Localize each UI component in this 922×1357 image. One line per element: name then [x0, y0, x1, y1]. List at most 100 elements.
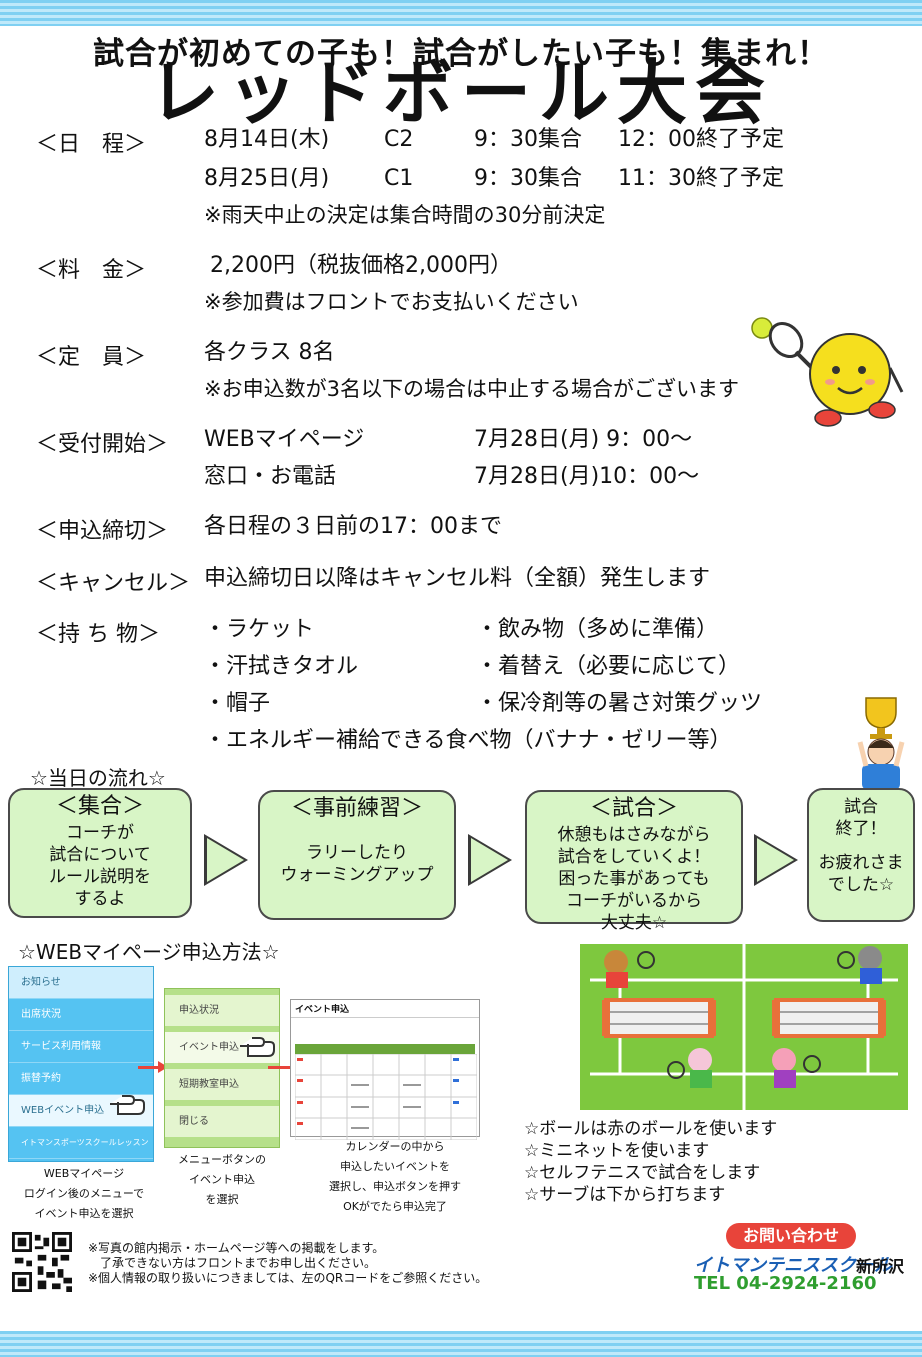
schedule-row-1-class: C2: [384, 127, 414, 152]
tennis-court-illustration: [580, 944, 908, 1110]
schedule-row-1-date: 8月14日(木): [204, 127, 330, 152]
reception-row-1-time: 7月28日(月) 9：00～: [474, 427, 693, 452]
schedule-row-2-date: 8月25日(月): [204, 166, 330, 191]
flow-arrow-icon: [468, 834, 512, 886]
top-border-band: [0, 0, 922, 26]
branch-name: 新所沢: [856, 1257, 905, 1276]
schedule-row-1-end: 12：00終了予定: [618, 127, 784, 152]
event-subtitle: 試合が初めての子も！試合がしたい子も！集まれ！: [93, 36, 829, 72]
flow-step-gather: ＜集合＞ コーチが 試合について ルール説明を するよ: [8, 788, 192, 918]
flow-step-line: ウォーミングアップ: [280, 865, 434, 885]
submenu-item: 短期教室申込: [165, 1069, 279, 1100]
items-right-3: ・保冷剤等の暑さ対策グッツ: [476, 691, 763, 716]
caption-line: カレンダーの中から: [345, 1140, 445, 1153]
deadline-label: ＜申込締切＞: [36, 519, 169, 544]
flow-step-heading: ＜事前練習＞: [290, 796, 423, 821]
flow-step-line: ルール説明を: [49, 867, 151, 887]
bottom-border-band: [0, 1331, 922, 1357]
court-lines-icon: [590, 944, 898, 1110]
school-name: イトマンテニススクール: [694, 1255, 892, 1276]
flow-step-heading: ＜試合＞: [589, 796, 678, 821]
fee-note: ※参加費はフロントでお支払いください: [204, 290, 579, 314]
submenu-item: 閉じる: [165, 1106, 279, 1137]
schedule-row-2-class: C1: [384, 166, 414, 191]
contact-tel: TEL 04-2924-2160: [694, 1273, 877, 1294]
flow-step-line: 大丈夫☆: [600, 913, 668, 933]
schedule-note: ※雨天中止の決定は集合時間の30分前決定: [204, 203, 606, 227]
fee-label: ＜料 金＞: [36, 258, 147, 283]
items-left-1: ・ラケット: [204, 617, 315, 642]
items-right-1: ・飲み物（多めに準備）: [476, 617, 719, 642]
schedule-label: ＜日 程＞: [36, 132, 147, 157]
rule-item: ☆サーブは下から打ちます: [524, 1185, 726, 1205]
trophy-kid-icon: [857, 697, 905, 790]
flow-step-line: 休憩もはさみながら: [557, 825, 711, 845]
flow-title: ☆当日の流れ☆: [30, 766, 166, 790]
footer-note: 了承できない方はフロントまでお申し出ください。: [88, 1256, 377, 1270]
caption-line: 申込したいイベントを: [340, 1160, 450, 1173]
footer-notes: ※写真の館内掲示・ホームページ等への掲載をします。 了承できない方はフロントまで…: [88, 1241, 487, 1286]
capacity-label: ＜定 員＞: [36, 345, 147, 370]
pointing-hand-icon: [110, 1095, 145, 1115]
flow-step-line: 試合について: [49, 845, 151, 865]
reception-label: ＜受付開始＞: [36, 432, 169, 457]
flow-step-line: お疲れさま: [818, 853, 904, 873]
menu-item: サービス利用情報: [9, 1031, 153, 1063]
flow-step-match: ＜試合＞ 休憩もはさみながら 試合をしていくよ！ 困った事があっても コーチがい…: [525, 790, 743, 933]
qr-code-icon: [12, 1232, 72, 1292]
flow-step-line: 試合をしていくよ！: [557, 847, 711, 867]
event-title: レッドボール大会: [149, 52, 773, 134]
reception-row-2-time: 7月28日(月)10：00～: [474, 464, 700, 489]
caption-line: OKがでたら申込完了: [343, 1200, 447, 1213]
deadline-value: 各日程の３日前の17：00まで: [204, 514, 502, 539]
items-left-2: ・汗拭きタオル: [204, 654, 359, 679]
flow-step-line: でした☆: [827, 875, 895, 895]
rule-item: ☆ミニネットを使います: [524, 1141, 710, 1161]
fee-value: 2,200円（税抜価格2,000円）: [210, 253, 512, 278]
calendar-title: イベント申込: [291, 1000, 479, 1018]
submenu-item: 申込状況: [165, 995, 279, 1026]
menu-item: お知らせ: [9, 967, 153, 999]
flow-step-heading: ＜集合＞: [55, 794, 144, 819]
calendar-header-bar: [295, 1044, 475, 1054]
caption-line: を選択: [205, 1193, 239, 1206]
flow-arrow-icon: [754, 834, 798, 886]
cancel-value: 申込締切日以降はキャンセル料（全額）発生します: [204, 566, 711, 591]
schedule-row-2-end: 11：30終了予定: [618, 166, 784, 191]
schedule-row-2-gather: 9：30集合: [474, 166, 582, 191]
flow-step-line: コーチが: [66, 823, 134, 843]
caption-line: 選択し、申込ボタンを押す: [329, 1180, 461, 1193]
web-submenu-screenshot: 申込状況 イベント申込 短期教室申込 閉じる: [164, 988, 280, 1148]
flow-arrow-icon: [204, 834, 248, 886]
items-right-2: ・着替え（必要に応じて）: [476, 654, 741, 679]
rules-list: ☆ボールは赤のボールを使います ☆ミニネットを使います ☆セルフテニスで試合をし…: [524, 1118, 777, 1206]
web-title: ☆WEBマイページ申込方法☆: [18, 940, 280, 964]
web-caption-1: WEBマイページ ログイン後のメニューで イベント申込を選択: [6, 1164, 162, 1224]
red-arrow-icon: [138, 1061, 168, 1073]
caption-line: WEBマイページ: [43, 1167, 125, 1180]
footer-note: ※写真の館内掲示・ホームページ等への掲載をします。: [88, 1241, 385, 1255]
pointing-hand-icon: [240, 1037, 275, 1057]
calendar-screenshot: イベント申込: [290, 999, 480, 1141]
dog-player: [604, 950, 655, 988]
flow-step-line: ラリーしたり: [306, 843, 408, 863]
items-left-3: ・帽子: [204, 691, 271, 716]
flow-step-finish: 試合 終了！ お疲れさま でした☆: [807, 788, 915, 922]
cancel-label: ＜キャンセル＞: [36, 571, 191, 596]
capacity-value: 各クラス 8名: [204, 340, 335, 365]
caption-line: メニューボタンの: [178, 1153, 266, 1166]
flow-step-line: コーチがいるから: [566, 891, 702, 911]
flow-step-line: するよ: [74, 889, 126, 909]
items-label: ＜持 ち 物＞: [36, 622, 160, 647]
schedule-row-1-gather: 9：30集合: [474, 127, 582, 152]
caption-line: ログイン後のメニューで: [23, 1187, 145, 1200]
rule-item: ☆ボールは赤のボールを使います: [524, 1119, 778, 1139]
menu-item: 振替予約: [9, 1063, 153, 1095]
menu-item: イトマンスポーツスクールレッスン予約: [9, 1127, 153, 1179]
capacity-note: ※お申込数が3名以下の場合は中止する場合がございます: [204, 377, 739, 401]
caption-line: イベント申込: [189, 1173, 255, 1186]
menu-item: 出席状況: [9, 999, 153, 1031]
web-caption-2: メニューボタンの イベント申込 を選択: [160, 1150, 284, 1210]
items-extra: ・エネルギー補給できる食べ物（バナナ・ゼリー等）: [204, 728, 732, 753]
reception-row-1-method: WEBマイページ: [204, 427, 365, 452]
